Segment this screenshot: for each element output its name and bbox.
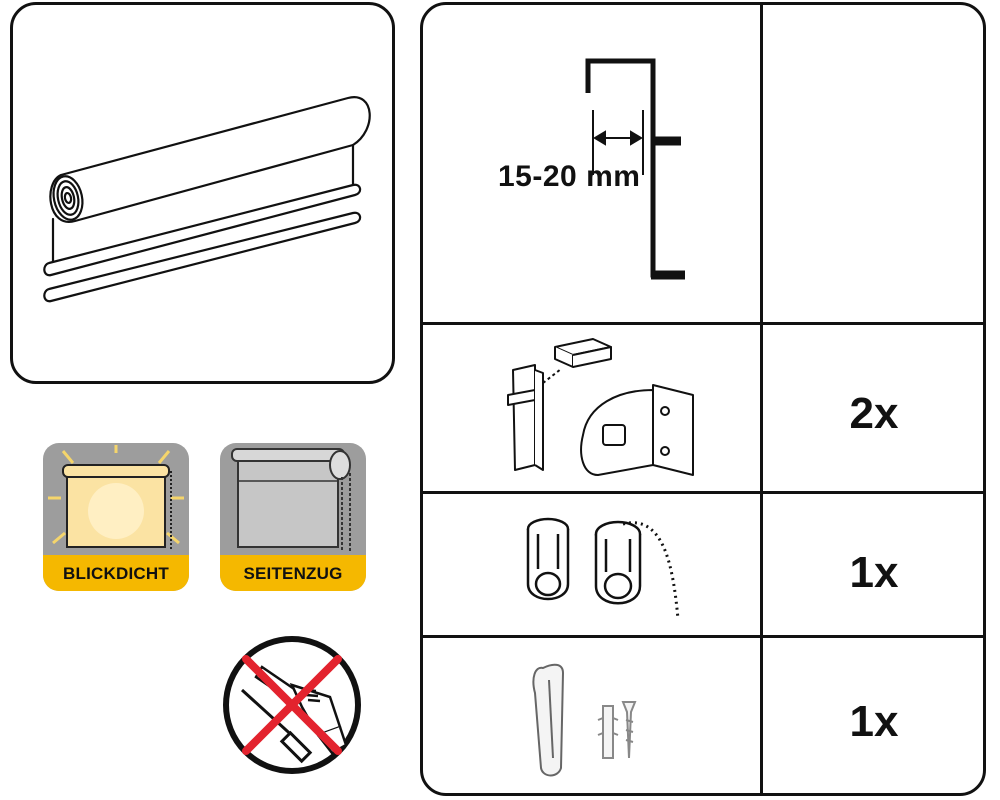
bracket-quantity: 2x	[849, 389, 899, 438]
side-pull-feature-badge: SEITENZUG	[220, 443, 366, 591]
product-illustration-panel	[10, 2, 395, 384]
end-caps-icon	[526, 517, 680, 620]
no-drilling-icon	[223, 636, 361, 774]
opaque-feature-badge: BLICKDICHT	[43, 443, 189, 591]
table-row-divider	[423, 635, 983, 638]
side-pull-feature-label: SEITENZUG	[220, 555, 366, 591]
parts-table: 15-20 mm 2x	[420, 2, 986, 796]
chain-guide-screws-icon	[532, 663, 637, 777]
chain-blind-icon	[231, 448, 351, 551]
table-column-divider	[760, 5, 763, 793]
end-cap-quantity: 1x	[849, 548, 899, 597]
chain-guide-quantity: 1x	[849, 697, 899, 746]
opaque-feature-label: BLICKDICHT	[43, 555, 189, 591]
roller-blind-illustration	[43, 96, 371, 303]
window-frame-profile-diagram	[585, 58, 685, 280]
brackets-icon	[507, 338, 694, 476]
sun-blind-icon	[48, 445, 184, 551]
table-row-divider	[423, 491, 983, 494]
table-row-divider	[423, 322, 983, 325]
mounting-distance-label: 15-20 mm	[498, 160, 641, 193]
